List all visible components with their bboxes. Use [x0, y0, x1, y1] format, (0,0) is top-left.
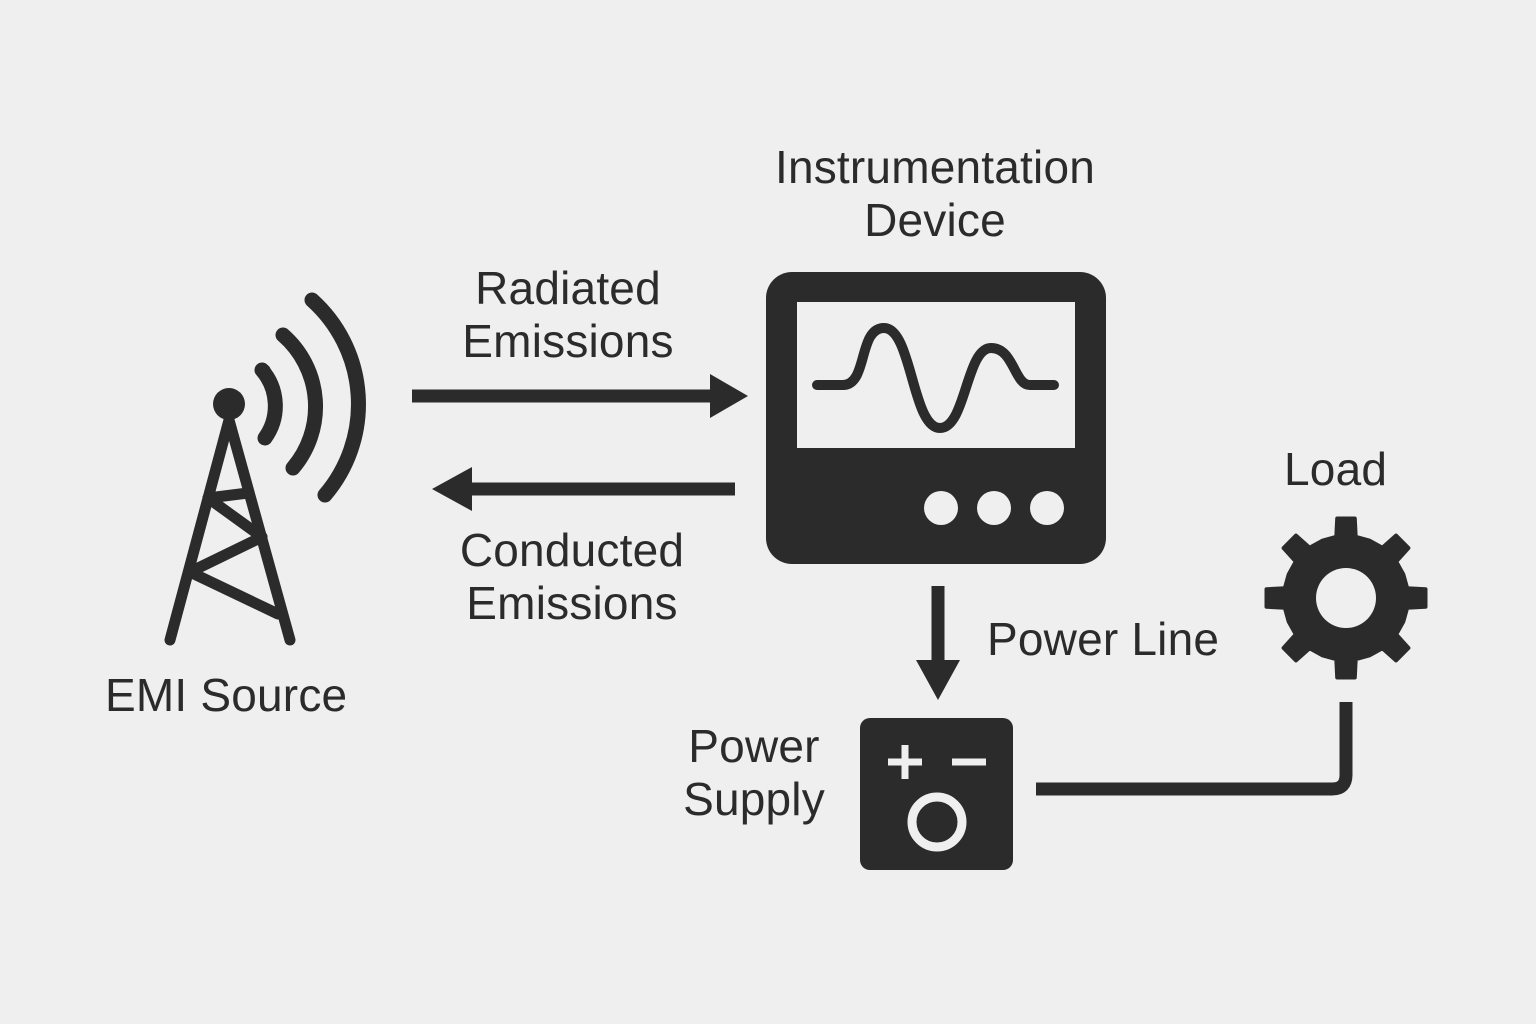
- conducted-emissions-arrow: [432, 467, 735, 511]
- gear-hole: [1316, 568, 1376, 628]
- device-knob-1: [924, 491, 958, 525]
- power-line-arrow: [916, 586, 960, 700]
- device-knob-3: [1030, 491, 1064, 525]
- power-supply-icon: [860, 718, 1013, 870]
- power-supply-line-1: Power: [688, 720, 820, 772]
- device-knob-2: [977, 491, 1011, 525]
- load-label: Load: [1284, 443, 1388, 495]
- power-supply-label: Power Supply: [664, 720, 844, 826]
- supply-to-load-line: [1036, 702, 1353, 796]
- radio-tower-icon: [164, 292, 366, 646]
- radiated-emissions-label: Radiated Emissions: [438, 262, 698, 368]
- power-supply-line-2: Supply: [683, 773, 825, 825]
- radiated-emissions-line-1: Radiated: [475, 262, 661, 314]
- radiated-emissions-line-2: Emissions: [462, 315, 674, 367]
- gear-icon: [1264, 516, 1428, 680]
- conducted-emissions-line-2: Emissions: [466, 577, 678, 629]
- oscilloscope-monitor-icon: [766, 272, 1106, 564]
- power-line-label: Power Line: [987, 613, 1220, 665]
- emi-source-label: EMI Source: [105, 669, 348, 721]
- instrumentation-device-line-1: Instrumentation: [774, 141, 1096, 193]
- instrumentation-device-label: Instrumentation Device: [746, 141, 1124, 247]
- conducted-emissions-line-1: Conducted: [459, 524, 685, 576]
- conducted-emissions-label: Conducted Emissions: [440, 524, 704, 630]
- radiated-emissions-arrow: [412, 374, 748, 418]
- instrumentation-device-line-2: Device: [864, 194, 1006, 246]
